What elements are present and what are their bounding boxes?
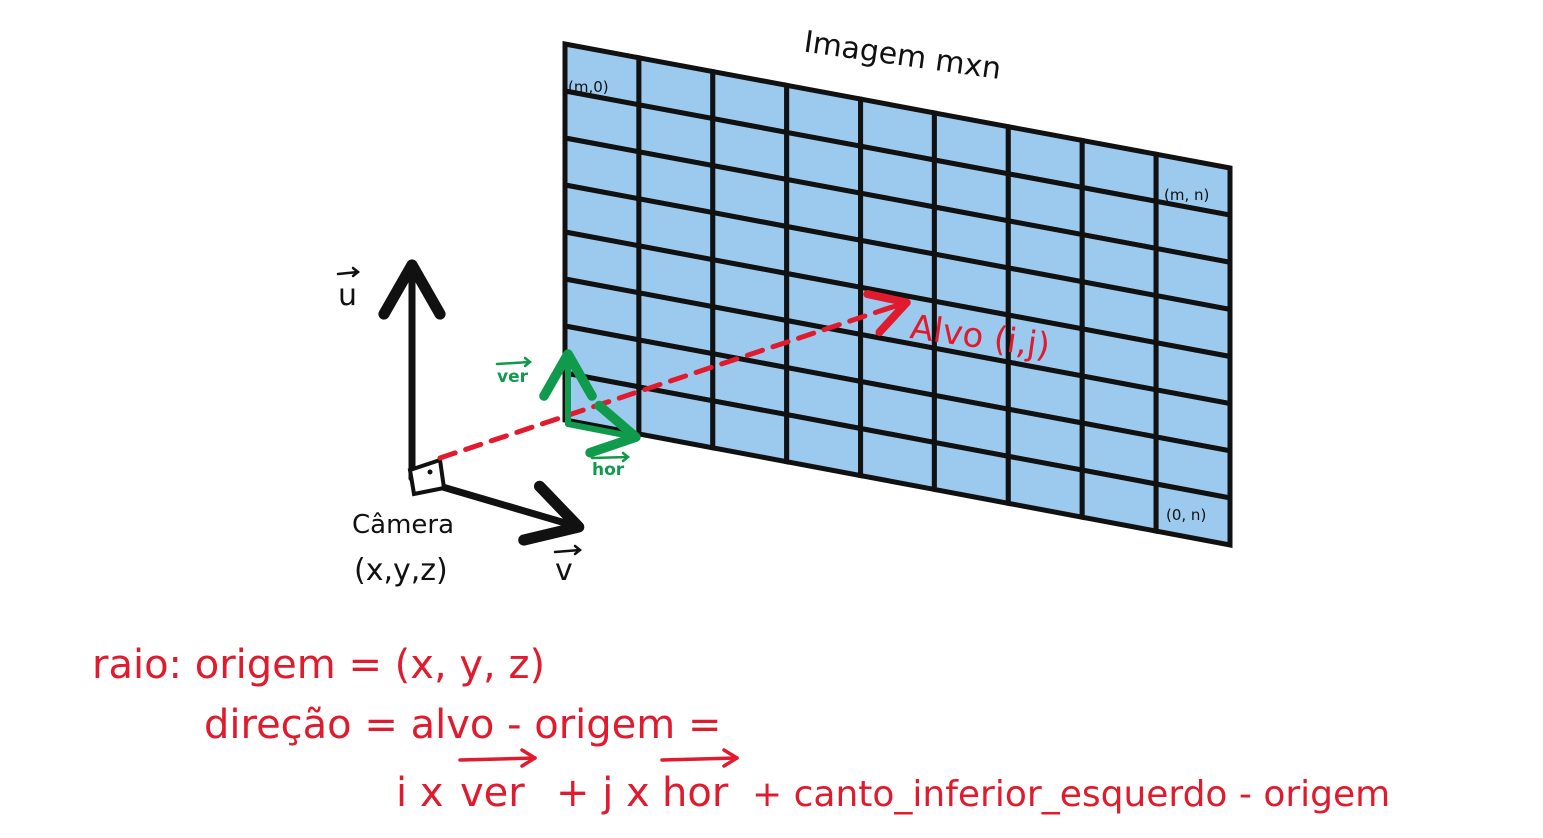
formula-line-1: raio: origem = (x, y, z) bbox=[92, 642, 545, 688]
formula-term-j: + j x bbox=[556, 770, 650, 816]
camera-icon bbox=[407, 457, 447, 497]
image-title: Imagem mxn bbox=[802, 25, 1004, 87]
target-point bbox=[894, 299, 906, 311]
corner-label-bottom-right: (0, n) bbox=[1166, 506, 1206, 524]
vec-ver-label: ver bbox=[495, 356, 533, 387]
svg-text:hor: hor bbox=[592, 460, 625, 480]
formula: raio: origem = (x, y, z) direção = alvo … bbox=[92, 642, 1390, 816]
formula-term-rest: + canto_inferior_esquerdo - origem bbox=[752, 774, 1390, 815]
image-grid bbox=[562, 40, 1233, 549]
formula-vec-hor: hor bbox=[660, 748, 739, 816]
formula-line-2: direção = alvo - origem = bbox=[204, 702, 721, 748]
ray-line bbox=[437, 304, 895, 461]
grid-cell bbox=[1153, 480, 1233, 549]
camera-coords: (x,y,z) bbox=[354, 553, 448, 588]
svg-text:u: u bbox=[338, 278, 357, 313]
svg-text:v: v bbox=[555, 553, 573, 588]
formula-vec-ver: ver bbox=[458, 748, 537, 816]
svg-text:hor: hor bbox=[662, 770, 729, 816]
formula-term-i: i x bbox=[396, 770, 444, 816]
corner-label-top-left: (m,0) bbox=[568, 78, 609, 96]
corner-label-top-right: (m, n) bbox=[1164, 186, 1209, 204]
vec-hor-label: hor bbox=[590, 451, 631, 480]
camera-label: Câmera bbox=[352, 510, 454, 540]
axis-u-label: u bbox=[336, 266, 361, 313]
formula-line-3: i x ver + j x hor + canto_inferior_esque… bbox=[396, 748, 1390, 816]
svg-text:ver: ver bbox=[497, 367, 529, 387]
svg-text:ver: ver bbox=[460, 770, 525, 816]
axis-v-label: v bbox=[553, 544, 583, 588]
vec-hor-arrow bbox=[565, 400, 641, 458]
